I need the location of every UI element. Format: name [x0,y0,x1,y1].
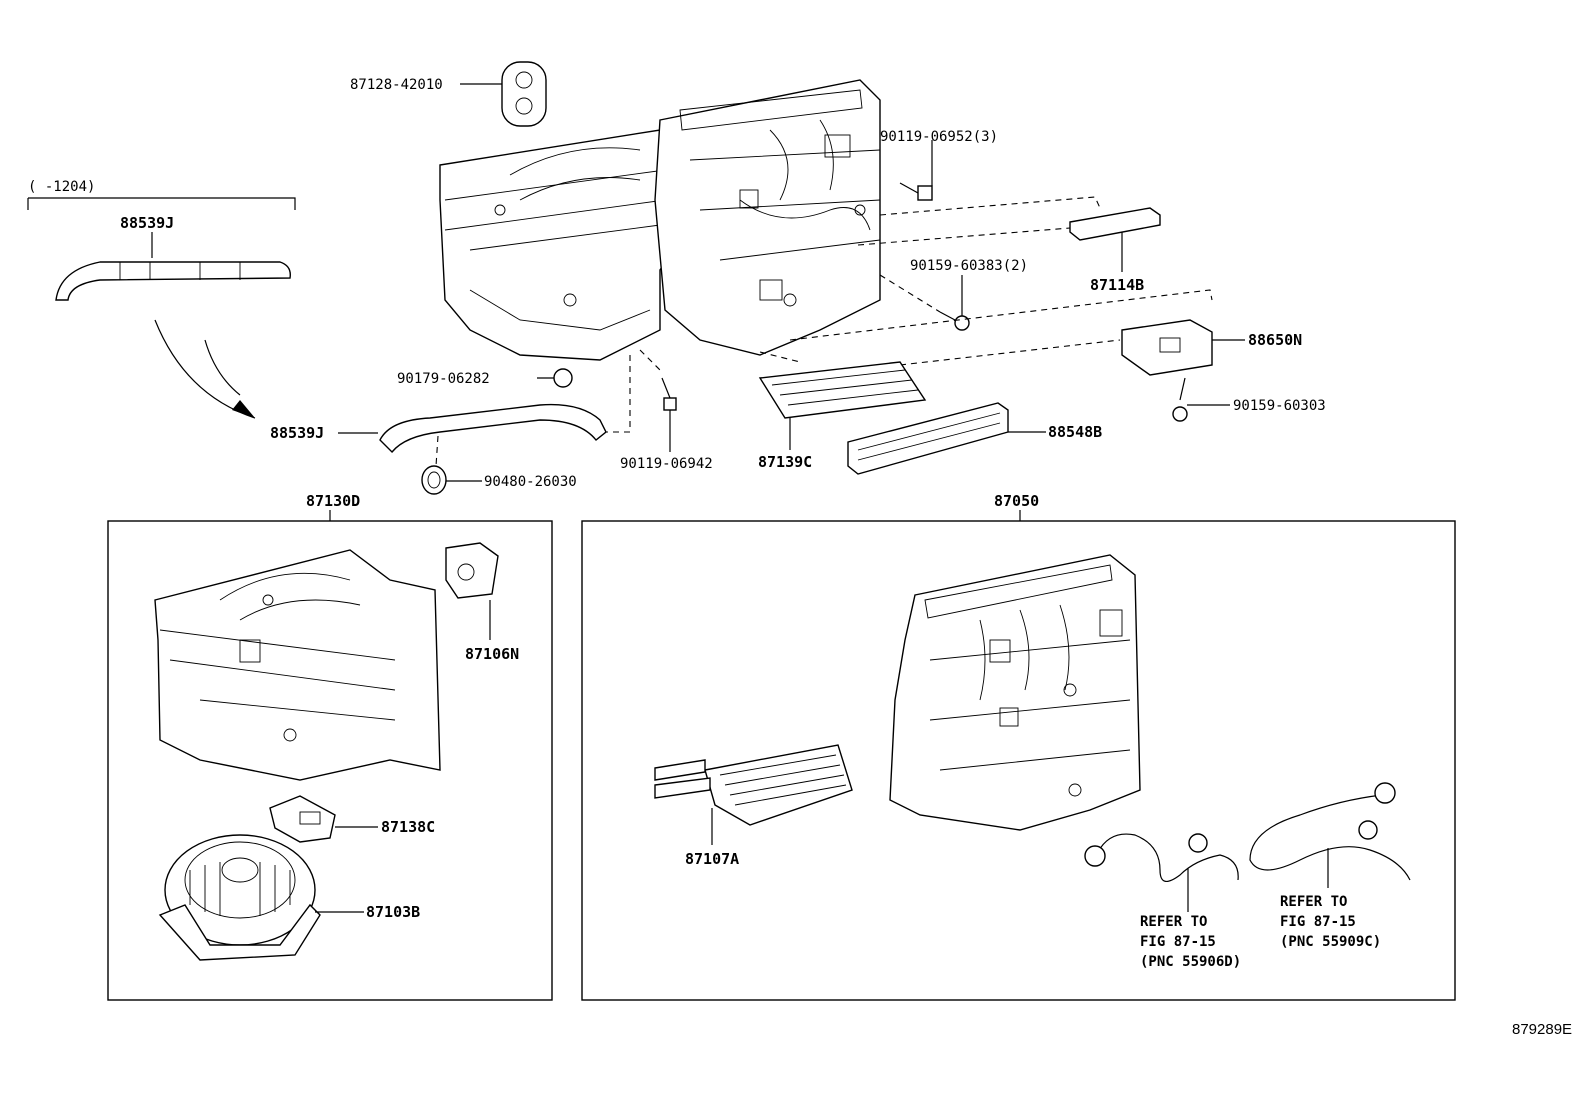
sensor-wire-55906d [1084,833,1239,882]
bolt-90119-06942 [661,377,677,411]
label-88539j-mid: 88539J [270,424,324,442]
label-90159-60303: 90159-60303 [1233,398,1326,414]
servo-87106n [445,542,499,599]
figure-id: 879289E [1512,1021,1572,1038]
label-87114b: 87114B [1090,276,1144,294]
case-88548b [847,402,1009,475]
nut-90179-06282 [553,368,573,388]
label-87103b: 87103B [366,903,420,921]
label-87107a: 87107A [685,850,739,868]
transition-arrows [154,319,256,419]
refer-left-line2: FIG 87-15 [1140,934,1216,950]
hose-88539j-old [55,261,291,301]
heater-case-87050 [889,554,1141,831]
refer-right-line2: FIG 87-15 [1280,914,1356,930]
label-87139c: 87139C [758,453,812,471]
label-88548b: 88548B [1048,423,1102,441]
bolt-90119-06952 [899,182,933,201]
box-87130d [107,520,553,1001]
label-90159-60383: 90159-60383(2) [910,258,1028,274]
resistor-87138c [269,795,336,843]
label-90480-26030: 90480-26030 [484,474,577,490]
blower-case-87130d [154,549,441,781]
label-90119-06952: 90119-06952(3) [880,129,998,145]
refer-left-line1: REFER TO [1140,914,1207,930]
sensor-wire-55909c [1249,782,1411,881]
label-88650n: 88650N [1248,331,1302,349]
blower-motor-87103b [158,834,321,961]
label-87130d: 87130D [306,492,360,510]
grommet-87128 [501,61,547,127]
screw-90159-60303 [1172,377,1188,422]
label-87050: 87050 [994,492,1039,510]
box-87050 [581,520,1456,1001]
cover-87114b [1069,207,1161,241]
label-88539j-top: 88539J [120,214,174,232]
label-87128: 87128-42010 [350,77,443,93]
hose-88539j-installed [379,403,607,454]
label-87138c: 87138C [381,818,435,836]
refer-right-line1: REFER TO [1280,894,1347,910]
filter-87139c [758,361,927,419]
label-87106n: 87106N [465,645,519,663]
date-range: ( -1204) [28,179,95,195]
grommet-90480-26030 [421,465,447,495]
label-90179-06282: 90179-06282 [397,371,490,387]
label-90119-06942: 90119-06942 [620,456,713,472]
hvac-assembly-main [439,79,881,361]
screw-90159-60383 [939,311,970,331]
refer-right-line3: (PNC 55909C) [1280,934,1381,950]
refer-left-line3: (PNC 55906D) [1140,954,1241,970]
module-88650n [1121,319,1213,376]
heater-core-87107a [654,744,853,826]
